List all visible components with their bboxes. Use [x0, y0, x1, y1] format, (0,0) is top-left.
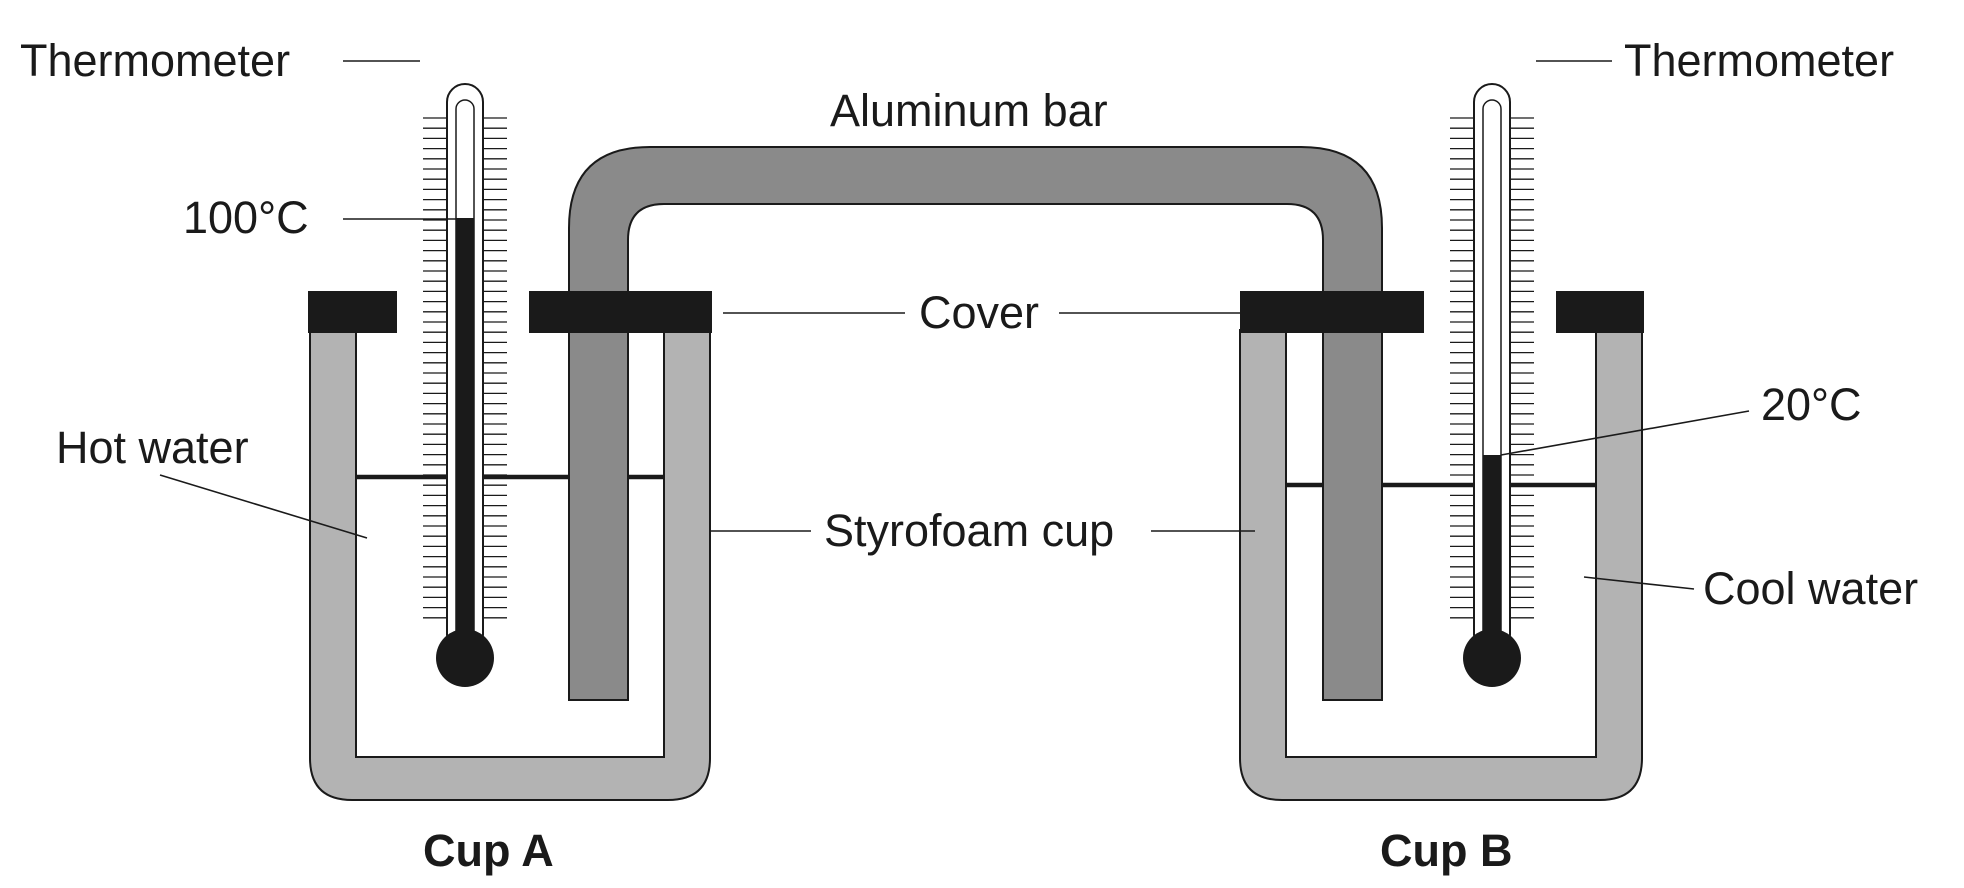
label-hot-water: Hot water [56, 422, 249, 473]
thermometer-right-scale [1450, 117, 1534, 619]
cup-b-styrofoam [1239, 329, 1643, 801]
thermometer-right-bulb [1463, 629, 1521, 687]
thermometer-left-fluid [456, 218, 474, 648]
label-aluminum-bar: Aluminum bar [830, 85, 1108, 136]
label-cool-water: Cool water [1703, 563, 1918, 614]
label-thermometer-left: Thermometer [20, 35, 290, 86]
label-cup-a: Cup A [423, 825, 554, 876]
label-thermometer-right: Thermometer [1624, 35, 1894, 86]
label-temp-cool: 20°C [1761, 379, 1862, 430]
thermometer-left [423, 83, 507, 687]
label-cup-b: Cup B [1380, 825, 1512, 876]
thermometer-left-bulb [436, 629, 494, 687]
cover-cup-b-left [1240, 291, 1424, 333]
thermometer-left-scale [423, 117, 507, 619]
leader-temp-cool [1500, 410, 1750, 456]
leader-cool-water [1583, 576, 1695, 590]
leader-hot-water [159, 474, 368, 539]
cup-a-styrofoam [309, 329, 711, 801]
aluminum-bar [568, 146, 1383, 701]
label-temp-hot: 100°C [183, 192, 309, 243]
label-cover: Cover [919, 287, 1039, 338]
cover-cup-a-left [308, 291, 397, 333]
cover-cup-a-right [529, 291, 712, 333]
cover-cup-b-right [1556, 291, 1644, 333]
thermometer-right-fluid [1483, 455, 1501, 648]
thermometer-right [1450, 83, 1534, 687]
label-styrofoam-cup: Styrofoam cup [824, 505, 1114, 556]
